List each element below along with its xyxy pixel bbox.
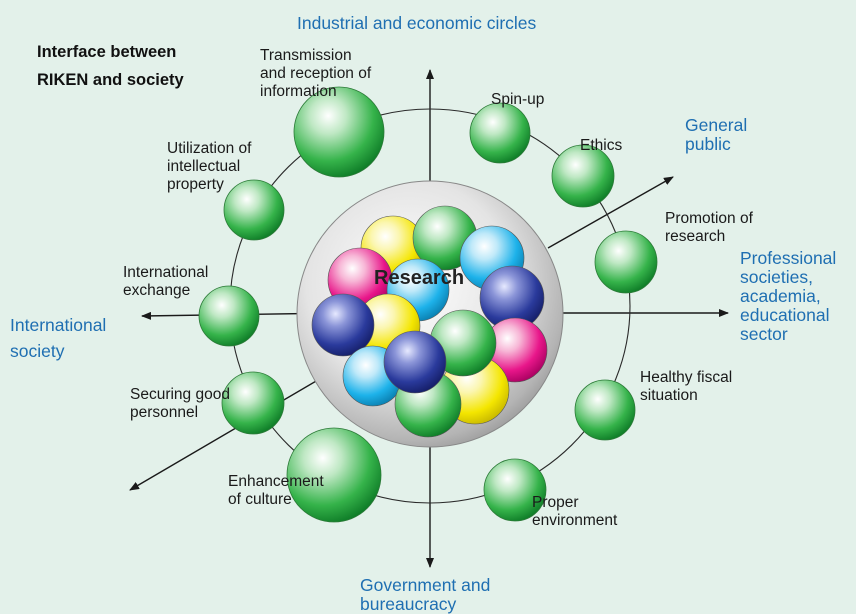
sector-general-public: General public	[685, 115, 748, 154]
interface-sphere-international-exchange	[198, 285, 260, 347]
interface-sphere-intellectual-property	[223, 179, 285, 241]
label-international-exchange: International exchange	[123, 264, 209, 299]
center-label: Research	[374, 267, 465, 289]
arrow-lower-left	[129, 369, 336, 491]
diagram-title: Interface between RIKEN and society	[37, 43, 184, 89]
label-enhancement-culture: Enhancement of culture	[228, 473, 324, 508]
sector-international: International society	[10, 315, 107, 361]
sector-government: Government and bureaucracy	[360, 575, 491, 614]
interface-sphere-securing-personnel	[221, 371, 285, 435]
arrow-upper-right	[547, 176, 674, 249]
interface-sphere-spin-up	[469, 102, 531, 164]
label-healthy-fiscal: Healthy fiscal situation	[640, 369, 733, 404]
sector-industrial: Industrial and economic circles	[297, 13, 537, 33]
label-proper-environment: Proper environment	[532, 494, 618, 529]
interface-spheres	[198, 86, 658, 523]
label-securing-personnel: Securing good personnel	[130, 386, 230, 421]
interface-sphere-enhancement-culture	[286, 427, 382, 523]
label-promotion: Promotion of research	[665, 210, 753, 245]
sector-professional: Professional societies, academia, educat…	[740, 248, 837, 344]
label-intellectual-property: Utilization of intellectual property	[167, 140, 252, 193]
label-ethics: Ethics	[580, 137, 623, 154]
research-sphere	[311, 293, 375, 357]
interface-sphere-proper-environment	[483, 458, 547, 522]
interface-sphere-promotion	[594, 230, 658, 294]
label-transmission: Transmission and reception of informatio…	[260, 47, 372, 100]
label-spin-up: Spin-up	[491, 91, 545, 108]
research-sphere	[383, 330, 447, 394]
interface-sphere-ethics	[551, 144, 615, 208]
interface-sphere-transmission	[293, 86, 385, 178]
interface-sphere-healthy-fiscal	[574, 379, 636, 441]
research-spheres	[311, 205, 548, 438]
